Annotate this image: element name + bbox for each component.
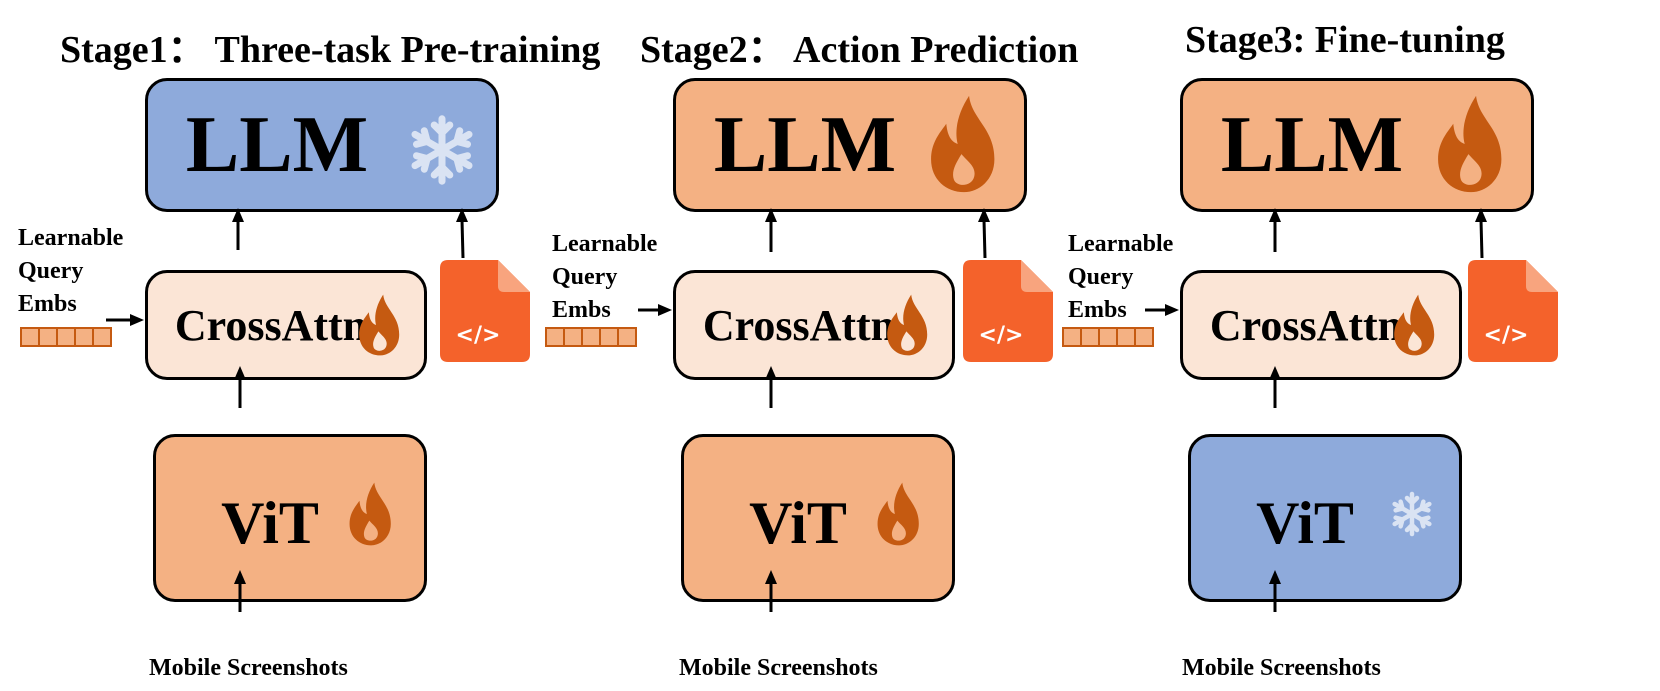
code-symbol: </> xyxy=(1484,323,1529,348)
embedding-cell xyxy=(1118,329,1136,345)
snowflake-icon xyxy=(1392,491,1432,537)
code-document-icon: </> xyxy=(963,260,1053,362)
embedding-cell xyxy=(1064,329,1082,345)
crossattn-label: CrossAttn xyxy=(702,300,896,350)
vit-label: ViT xyxy=(1256,489,1354,556)
llm-label: LLM xyxy=(185,100,369,189)
embedding-cell xyxy=(40,329,58,345)
flame-icon xyxy=(359,294,400,356)
flame-icon xyxy=(887,294,928,356)
code-symbol: </> xyxy=(456,323,501,348)
embedding-cell xyxy=(547,329,565,345)
code-symbol: </> xyxy=(979,323,1024,348)
embedding-cell xyxy=(565,329,583,345)
embedding-cell xyxy=(619,329,635,345)
stage-2: Stage2： Action Prediction LLM CrossAttn … xyxy=(528,0,1088,691)
crossattn-label: CrossAttn xyxy=(1209,300,1403,350)
flow-arrows xyxy=(638,208,990,612)
input-caption: Mobile Screenshots xyxy=(1182,655,1381,681)
llm-block: LLM xyxy=(673,78,1027,212)
embedding-cell xyxy=(601,329,619,345)
stage-title: Stage1： Three-task Pre-training xyxy=(60,29,601,71)
embedding-cell xyxy=(583,329,601,345)
llm-block: LLM xyxy=(145,78,499,212)
embedding-cell xyxy=(76,329,94,345)
flow-arrows xyxy=(106,208,468,612)
flame-icon xyxy=(349,482,391,546)
query-label-line: Query xyxy=(18,258,84,284)
stage-3: Stage3: Fine-tuning LLM CrossAttn ViT </… xyxy=(1035,0,1595,691)
stage-title: Stage2： Action Prediction xyxy=(640,29,1079,71)
query-label-line: Embs xyxy=(1068,297,1127,323)
embedding-cell xyxy=(1136,329,1152,345)
embedding-cell xyxy=(94,329,110,345)
query-label-line: Query xyxy=(552,264,618,290)
vit-block: ViT xyxy=(1188,434,1462,602)
crossattn-block: CrossAttn xyxy=(673,270,955,380)
query-label-line: Learnable xyxy=(552,231,658,257)
query-label-line: Query xyxy=(1068,264,1134,290)
vit-label: ViT xyxy=(221,489,319,556)
crossattn-label: CrossAttn xyxy=(174,300,368,350)
input-caption: Mobile Screenshots xyxy=(149,655,348,681)
snowflake-icon xyxy=(411,115,473,185)
flame-icon xyxy=(931,95,995,193)
query-label-line: Embs xyxy=(552,297,611,323)
stage-1: Stage1： Three-task Pre-training LLM Cros… xyxy=(0,0,600,691)
query-embeddings xyxy=(20,327,112,347)
vit-label: ViT xyxy=(749,489,847,556)
query-embeddings xyxy=(545,327,637,347)
crossattn-block: CrossAttn xyxy=(1180,270,1462,380)
vit-block: ViT xyxy=(153,434,427,602)
embedding-cell xyxy=(58,329,76,345)
learnable-query-label: Learnable Query Embs xyxy=(552,228,657,327)
llm-label: LLM xyxy=(1220,100,1404,189)
stage-title: Stage3: Fine-tuning xyxy=(1185,19,1505,61)
flame-icon xyxy=(1394,294,1435,356)
embedding-cell xyxy=(1100,329,1118,345)
query-label-line: Learnable xyxy=(1068,231,1174,257)
code-document-icon: </> xyxy=(440,260,530,362)
learnable-query-label: Learnable Query Embs xyxy=(18,222,123,321)
embedding-cell xyxy=(22,329,40,345)
embedding-cell xyxy=(1082,329,1100,345)
query-embeddings xyxy=(1062,327,1154,347)
flame-icon xyxy=(1438,95,1502,193)
query-label-line: Learnable xyxy=(18,225,124,251)
llm-label: LLM xyxy=(713,100,897,189)
query-label-line: Embs xyxy=(18,291,77,317)
code-document-icon: </> xyxy=(1468,260,1558,362)
vit-block: ViT xyxy=(681,434,955,602)
llm-block: LLM xyxy=(1180,78,1534,212)
crossattn-block: CrossAttn xyxy=(145,270,427,380)
input-caption: Mobile Screenshots xyxy=(679,655,878,681)
learnable-query-label: Learnable Query Embs xyxy=(1068,228,1173,327)
flow-arrows xyxy=(1145,208,1487,612)
flame-icon xyxy=(877,482,919,546)
